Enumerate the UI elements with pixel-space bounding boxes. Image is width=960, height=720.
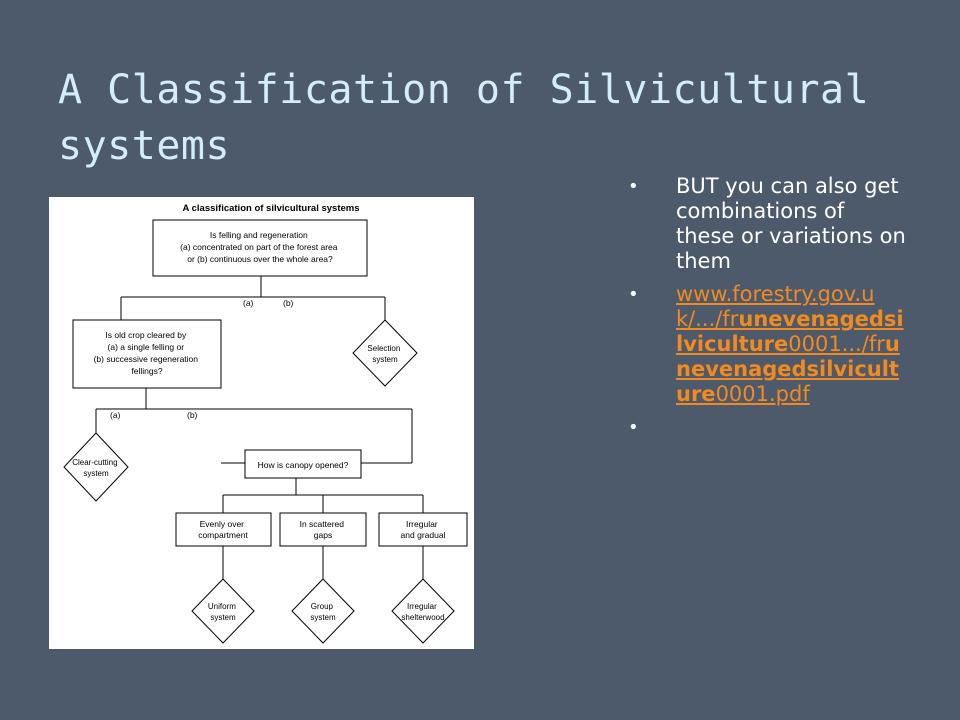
bullet-combinations: BUT you can also get combinations of the… bbox=[628, 174, 908, 274]
scattered-gaps-box: In scattered gaps bbox=[279, 512, 367, 547]
diagram-heading: A classification of silvicultural system… bbox=[182, 203, 359, 214]
bullet-link: www.forestry.gov.uk/.../frunevenagedsilv… bbox=[628, 282, 908, 407]
diagram-svg: A classification of silvicultural system… bbox=[63, 203, 468, 644]
bullet-empty bbox=[628, 415, 908, 440]
branch-label-b1: (b) bbox=[283, 298, 294, 308]
slide-title: A Classification of Silvicultural system… bbox=[58, 67, 870, 169]
svg-text:How is canopy opened?: How is canopy opened? bbox=[258, 460, 349, 470]
svg-text:In scattered gaps: In scattered gaps bbox=[300, 519, 347, 540]
evenly-box: Evenly over compartment bbox=[175, 512, 272, 547]
svg-text:Is old crop cleared by: Is old crop cleared by (a) a single fell… bbox=[94, 330, 201, 376]
svg-text:Irregular and gradual: Irregular and gradual bbox=[401, 519, 446, 540]
uniform-system-diamond: Uniform system bbox=[191, 578, 255, 644]
branch-label-a2: (a) bbox=[110, 410, 121, 420]
branch-label-b2: (b) bbox=[187, 410, 198, 420]
irregular-shelterwood-diamond: Irregular shelterwood bbox=[391, 578, 455, 644]
selection-system-diamond: Selection system bbox=[352, 319, 418, 387]
branch-label-a1: (a) bbox=[243, 298, 254, 308]
old-crop-question-box: Is old crop cleared by (a) a single fell… bbox=[72, 319, 222, 389]
root-question-box: Is felling and regeneration (a) concentr… bbox=[152, 219, 368, 277]
forestry-pdf-link[interactable]: www.forestry.gov.uk/.../frunevenagedsilv… bbox=[676, 282, 904, 406]
group-system-diamond: Group system bbox=[291, 578, 355, 644]
svg-text:Is felling and regeneration: Is felling and regeneration (a) concentr… bbox=[180, 230, 340, 264]
clear-cutting-diamond: Clear-cutting system bbox=[63, 432, 129, 502]
svg-text:Irregular shelterwood: Irregular shelterwood bbox=[401, 602, 444, 622]
svg-text:Group system: Group system bbox=[310, 602, 336, 622]
svg-text:Uniform system: Uniform system bbox=[208, 602, 238, 622]
classification-diagram: A classification of silvicultural system… bbox=[49, 197, 474, 649]
svg-text:Clear-cutting system: Clear-cutting system bbox=[72, 458, 120, 478]
svg-text:Selection system: Selection system bbox=[367, 344, 402, 364]
bullet-list: BUT you can also get combinations of the… bbox=[628, 174, 908, 448]
svg-text:Evenly over compartmen: Evenly over compartment bbox=[198, 519, 248, 540]
irregular-box: Irregular and gradual bbox=[378, 512, 468, 547]
canopy-question-box: How is canopy opened? bbox=[244, 449, 362, 479]
